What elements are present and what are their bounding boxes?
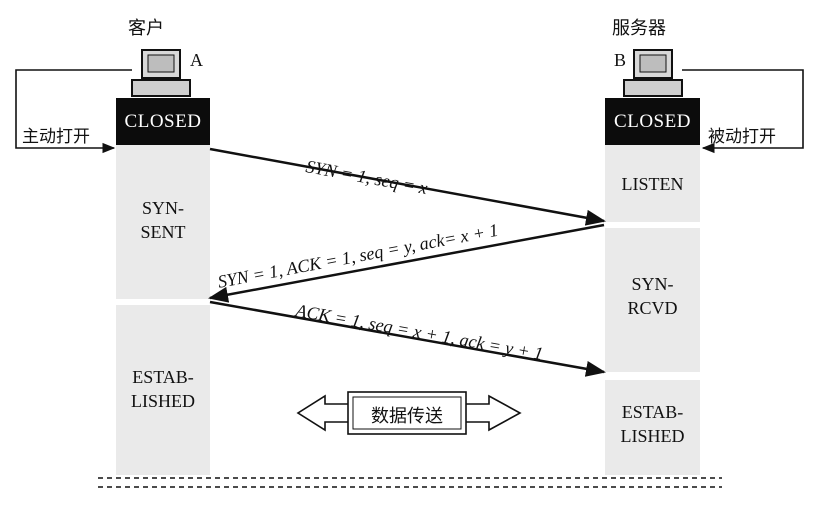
message-arrow-syn-ack: [208, 223, 605, 303]
client-closed-state: CLOSED: [116, 98, 210, 145]
server-host-letter: B: [614, 50, 627, 70]
client-active-open-label: 主动打开: [22, 127, 90, 147]
client-state-syn-sent: SYN- SENT: [140, 198, 186, 242]
server-state-divider-2: [605, 372, 700, 380]
client-column: [116, 145, 210, 475]
client-state-established: ESTAB- LISHED: [131, 367, 195, 411]
client-state-divider: [116, 299, 210, 305]
message-arrow-ack: [209, 300, 606, 377]
server-computer-icon: [623, 49, 683, 97]
client-title: 客户: [128, 18, 164, 39]
server-closed-state: CLOSED: [605, 98, 700, 145]
server-passive-open-label: 被动打开: [708, 127, 776, 147]
server-open-arrow: [682, 69, 804, 154]
server-state-established: ESTAB- LISHED: [620, 402, 685, 446]
message-arrow-syn: [209, 147, 606, 226]
client-computer-icon: [131, 49, 191, 97]
data-transfer-left-arrow-icon: [296, 394, 348, 432]
data-transfer-label: 数据传送: [371, 406, 443, 427]
data-transfer-right-arrow-icon: [466, 394, 522, 432]
server-column: [605, 145, 700, 475]
server-state-syn-rcvd: SYN- RCVD: [627, 274, 678, 318]
server-title: 服务器: [612, 18, 666, 39]
client-open-arrow: [15, 69, 132, 154]
data-transfer-box-inner: [352, 396, 462, 430]
server-state-listen: LISTEN: [621, 174, 684, 194]
client-host-letter: A: [190, 50, 203, 70]
server-state-divider-1: [605, 222, 700, 228]
